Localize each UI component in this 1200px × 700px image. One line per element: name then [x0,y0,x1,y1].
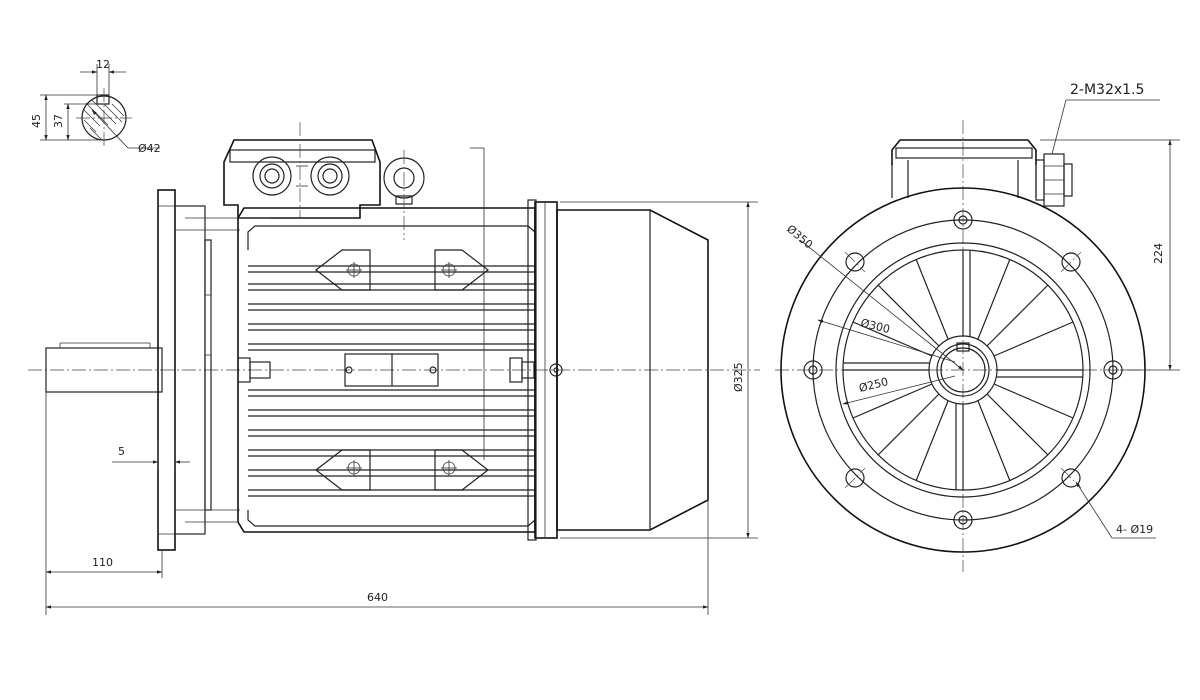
dim-flange-gap: 5 [118,445,125,458]
dim-shaft-length: 110 [92,556,113,569]
shaft-cross-section: 12 45 37 Ø42 [30,58,161,155]
dim-shaft-height-inner: 37 [52,114,65,128]
dim-key-width: 12 [96,58,110,71]
dim-body-diameter: Ø325 [732,362,745,392]
dim-bolt-circle: Ø300 [859,316,891,336]
motor-side-view: 5 110 640 Ø325 [28,122,760,615]
dim-overall-length: 640 [367,591,388,604]
motor-front-view: 2-M32x1.5 [775,82,1180,572]
dim-cable-gland: 2-M32x1.5 [1070,82,1144,98]
dim-shaft-diameter: Ø42 [138,142,161,155]
dim-flange-outer: Ø350 [784,222,815,251]
dim-mounting-holes: 4- Ø19 [1116,523,1153,536]
dim-shaft-height: 224 [1152,243,1165,264]
dim-shaft-height-outer: 45 [30,114,43,128]
dim-spigot: Ø250 [858,375,890,395]
